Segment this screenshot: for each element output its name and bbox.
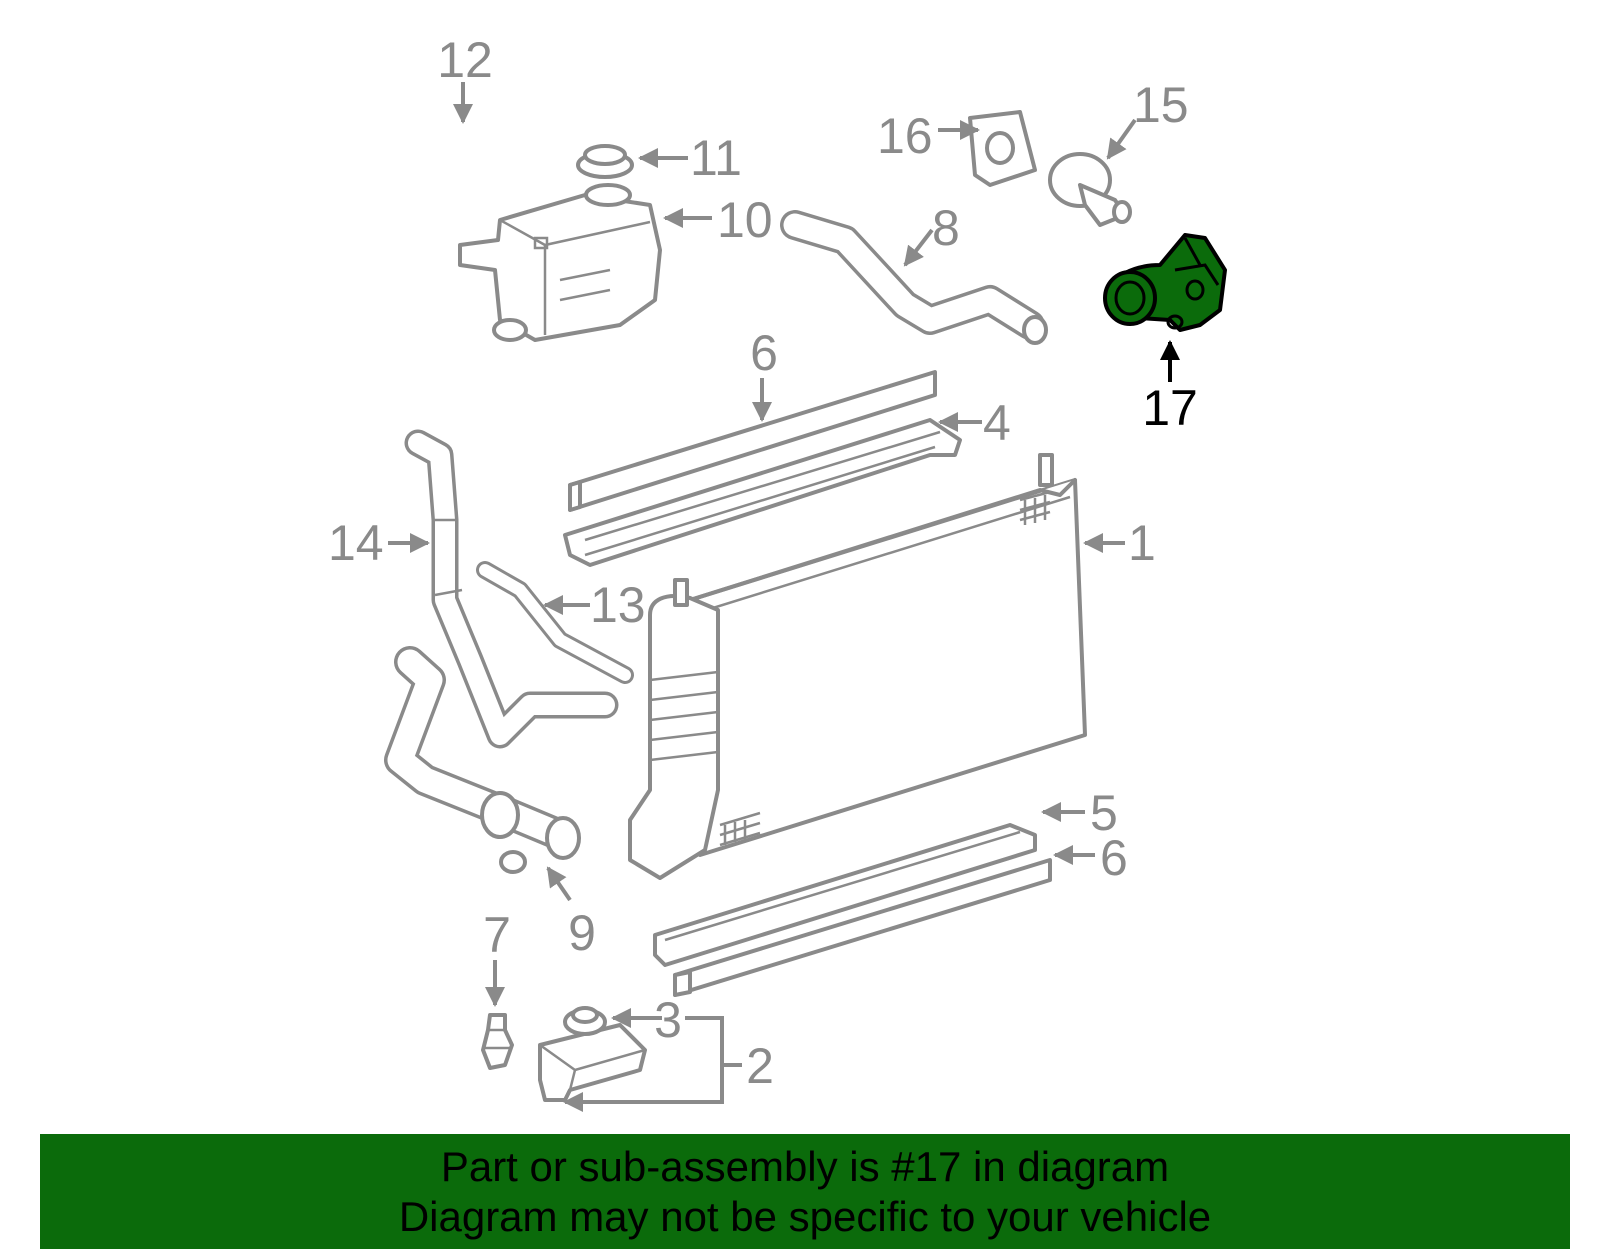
part-10-reservoir [458,183,662,342]
part-11-cap [576,144,634,179]
part-9-lower-hose [384,646,581,874]
part-15-thermostat [1048,152,1132,227]
label-12: 12 [437,32,493,88]
label-17: 17 [1142,380,1198,436]
part-1-radiator [628,453,1087,880]
part-12-hose [390,100,588,220]
part-16-gasket [968,110,1037,187]
label-1: 1 [1128,515,1156,571]
label-2: 2 [746,1038,774,1094]
banner-line-2: Diagram may not be specific to your vehi… [398,1192,1212,1240]
part-14-hose [404,429,619,749]
label-16: 16 [877,108,933,164]
part-2-bracket [538,1006,647,1102]
label-8: 8 [932,200,960,256]
banner-line-1: Part or sub-assembly is #17 in diagram [440,1142,1170,1190]
label-11: 11 [690,130,742,186]
part-13-hose [476,561,634,684]
label-3: 3 [654,992,682,1048]
label-7: 7 [483,907,511,963]
label-4: 4 [983,395,1011,451]
label-10: 10 [717,192,773,248]
label-6-bottom: 6 [1100,830,1128,886]
part-4-upper-seal [563,418,962,567]
part-6-seal-bottom [673,858,1052,997]
part-6-seal-top [568,370,937,512]
label-13: 13 [590,577,646,633]
label-15: 15 [1133,77,1189,133]
label-5: 5 [1090,785,1118,841]
part-17-housing [1103,233,1227,332]
label-6-top: 6 [750,325,778,381]
part-7-drain-plug [481,1013,514,1070]
part-8-hose [780,210,1048,345]
label-14: 14 [328,515,384,571]
part-labels: 12 11 10 8 16 15 17 6 4 1 14 13 5 6 9 7 … [328,32,1198,1094]
label-9: 9 [568,905,596,961]
info-banner: Part or sub-assembly is #17 in diagram D… [40,1134,1570,1249]
leader-lines [388,82,1180,1112]
part-5-lower-seal [653,823,1037,967]
